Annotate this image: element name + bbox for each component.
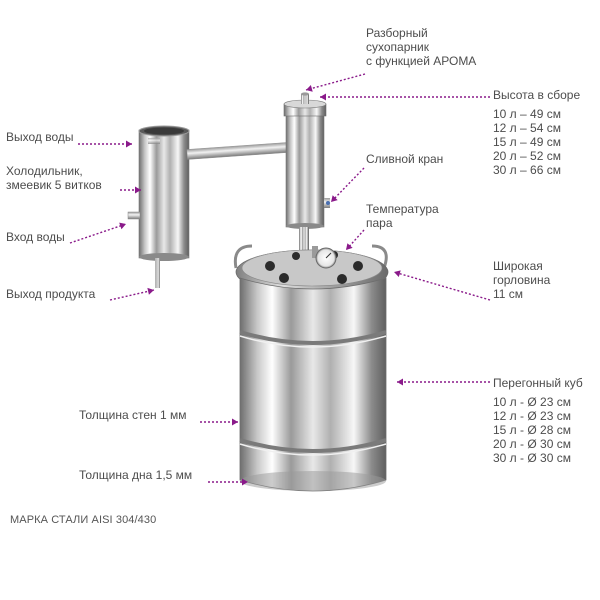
pointer-cube-arrowhead [397, 378, 403, 386]
height-item: 20 л – 52 см [493, 149, 561, 163]
steel-grade-label: МАРКА СТАЛИ AISI 304/430 [10, 514, 157, 526]
label-water-in: Вход воды [6, 230, 65, 244]
pointer-temperature-arrowhead [346, 243, 353, 250]
label-steam-temperature: Температура пара [366, 202, 439, 230]
pointer-steamer [305, 73, 366, 91]
pointer-drain-arrowhead [331, 195, 338, 202]
pointer-product-out [109, 289, 155, 301]
pointer-product-out-arrowhead [147, 287, 154, 295]
kettle-lid [233, 244, 389, 295]
pointer-water-in [69, 223, 127, 244]
steam-pipe [186, 142, 288, 160]
pointer-drain [330, 167, 365, 203]
cooler-column [127, 125, 190, 288]
label-wide-neck: Широкая горловина 11 см [493, 259, 551, 301]
height-item: 15 л – 49 см [493, 135, 561, 149]
diameter-item: 20 л - Ø 30 см [493, 437, 571, 451]
pointer-water-in-arrowhead [119, 222, 126, 230]
label-cooler: Холодильник, змеевик 5 витков [6, 164, 102, 192]
pointer-steamer-arrowhead [306, 85, 313, 92]
pointer-neck [393, 271, 491, 301]
steamer-column [283, 92, 330, 261]
height-item: 10 л – 49 см [493, 107, 561, 121]
label-product-out: Выход продукта [6, 287, 96, 301]
label-wall-thickness: Толщина стен 1 мм [79, 408, 187, 422]
label-bottom-thickness: Толщина дна 1,5 мм [79, 468, 193, 482]
height-item: 30 л – 66 см [493, 163, 561, 177]
pointer-bottom-arrowhead [242, 478, 248, 486]
diameter-item: 30 л - Ø 30 см [493, 451, 571, 465]
diameter-item: 15 л - Ø 28 см [493, 423, 571, 437]
pointer-height-arrowhead [320, 93, 326, 101]
label-drain-tap: Сливной кран [366, 152, 444, 166]
height-title: Высота в сборе [493, 88, 581, 102]
pointer-wall-arrowhead [232, 418, 238, 426]
pointer-temperature [345, 229, 365, 251]
label-steamer: Разборный сухопарник с функцией АРОМА [366, 26, 477, 68]
cube-title: Перегонный куб [493, 376, 583, 390]
kettle-body [239, 277, 387, 492]
height-item: 12 л – 54 см [493, 121, 561, 135]
diameter-item: 12 л - Ø 23 см [493, 409, 571, 423]
diameter-item: 10 л - Ø 23 см [493, 395, 571, 409]
pointer-cooler-arrowhead [135, 186, 141, 194]
pointer-lines [69, 73, 491, 486]
label-water-out: Выход воды [6, 130, 74, 144]
pointer-water-out-arrowhead [126, 140, 132, 148]
pointer-neck-arrowhead [394, 270, 401, 278]
